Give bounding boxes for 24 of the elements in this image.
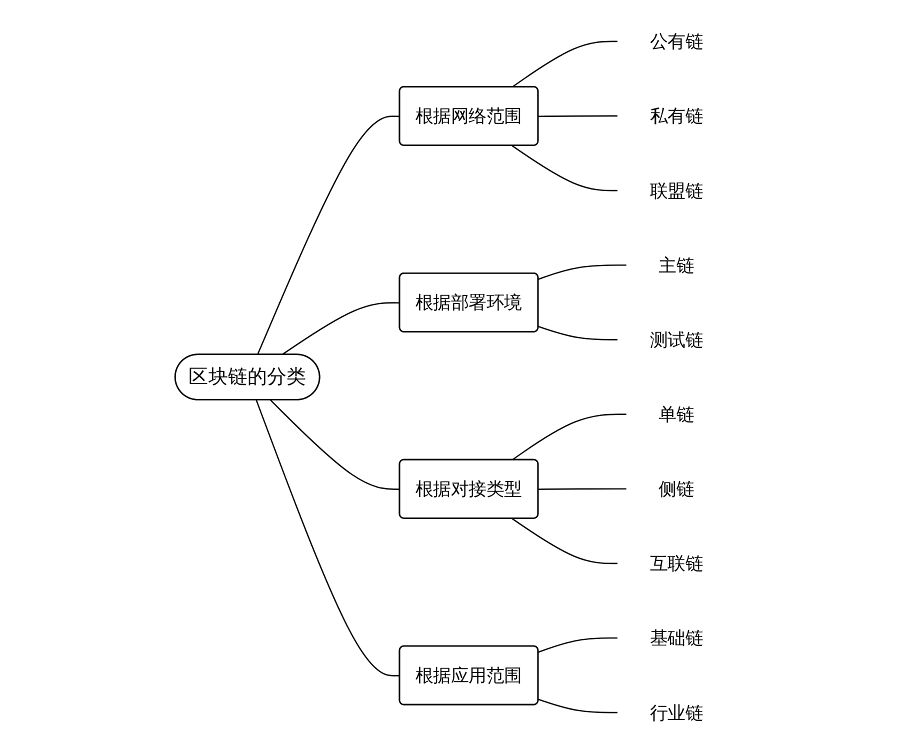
connector xyxy=(538,698,618,714)
node-text: 互联链 xyxy=(650,552,704,574)
node-text: 侧链 xyxy=(658,478,694,500)
connector xyxy=(256,116,400,356)
node-text: 私有链 xyxy=(650,105,704,127)
node-text: 主链 xyxy=(658,254,694,276)
connector xyxy=(538,115,618,118)
connector xyxy=(538,264,627,280)
connector xyxy=(512,518,618,564)
connector xyxy=(538,488,627,490)
node-text: 行业链 xyxy=(650,702,704,724)
node-text: 公有链 xyxy=(650,30,704,52)
connector xyxy=(512,145,618,192)
node-text: 联盟链 xyxy=(650,180,704,202)
connector xyxy=(538,326,618,340)
connector xyxy=(256,400,400,676)
connector xyxy=(512,40,618,88)
connector xyxy=(270,400,400,490)
node-text: 测试链 xyxy=(650,329,704,350)
connector xyxy=(281,302,400,356)
node-text: 基础链 xyxy=(650,627,704,649)
connector xyxy=(538,637,618,653)
node-text: 单链 xyxy=(658,404,694,425)
connector xyxy=(512,414,627,461)
